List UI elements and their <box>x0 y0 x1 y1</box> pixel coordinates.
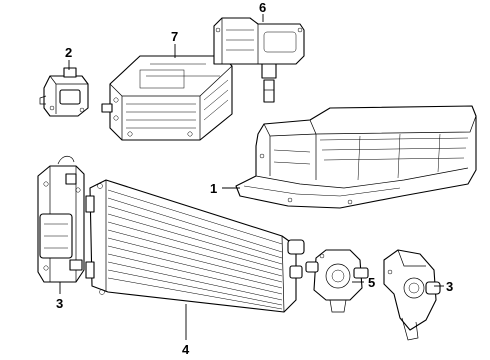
heater-assembly-part <box>213 17 305 103</box>
water-pump-part <box>305 249 369 313</box>
control-module-part <box>39 67 89 117</box>
inverter-module-part <box>101 55 233 141</box>
radiator-part <box>85 179 305 313</box>
callout-6: 6 <box>259 0 266 15</box>
callout-5: 5 <box>368 275 375 290</box>
leader-lines <box>59 14 444 340</box>
coolant-pump-left-part <box>37 155 85 283</box>
callout-4: 4 <box>182 342 190 357</box>
callout-7: 7 <box>171 29 178 44</box>
callout-3-right: 3 <box>446 279 453 294</box>
callout-3-left: 3 <box>56 296 63 311</box>
coolant-pump-right-part <box>383 249 441 341</box>
battery-tray-part <box>235 105 477 209</box>
callout-2: 2 <box>65 45 72 60</box>
callout-1: 1 <box>210 181 217 196</box>
